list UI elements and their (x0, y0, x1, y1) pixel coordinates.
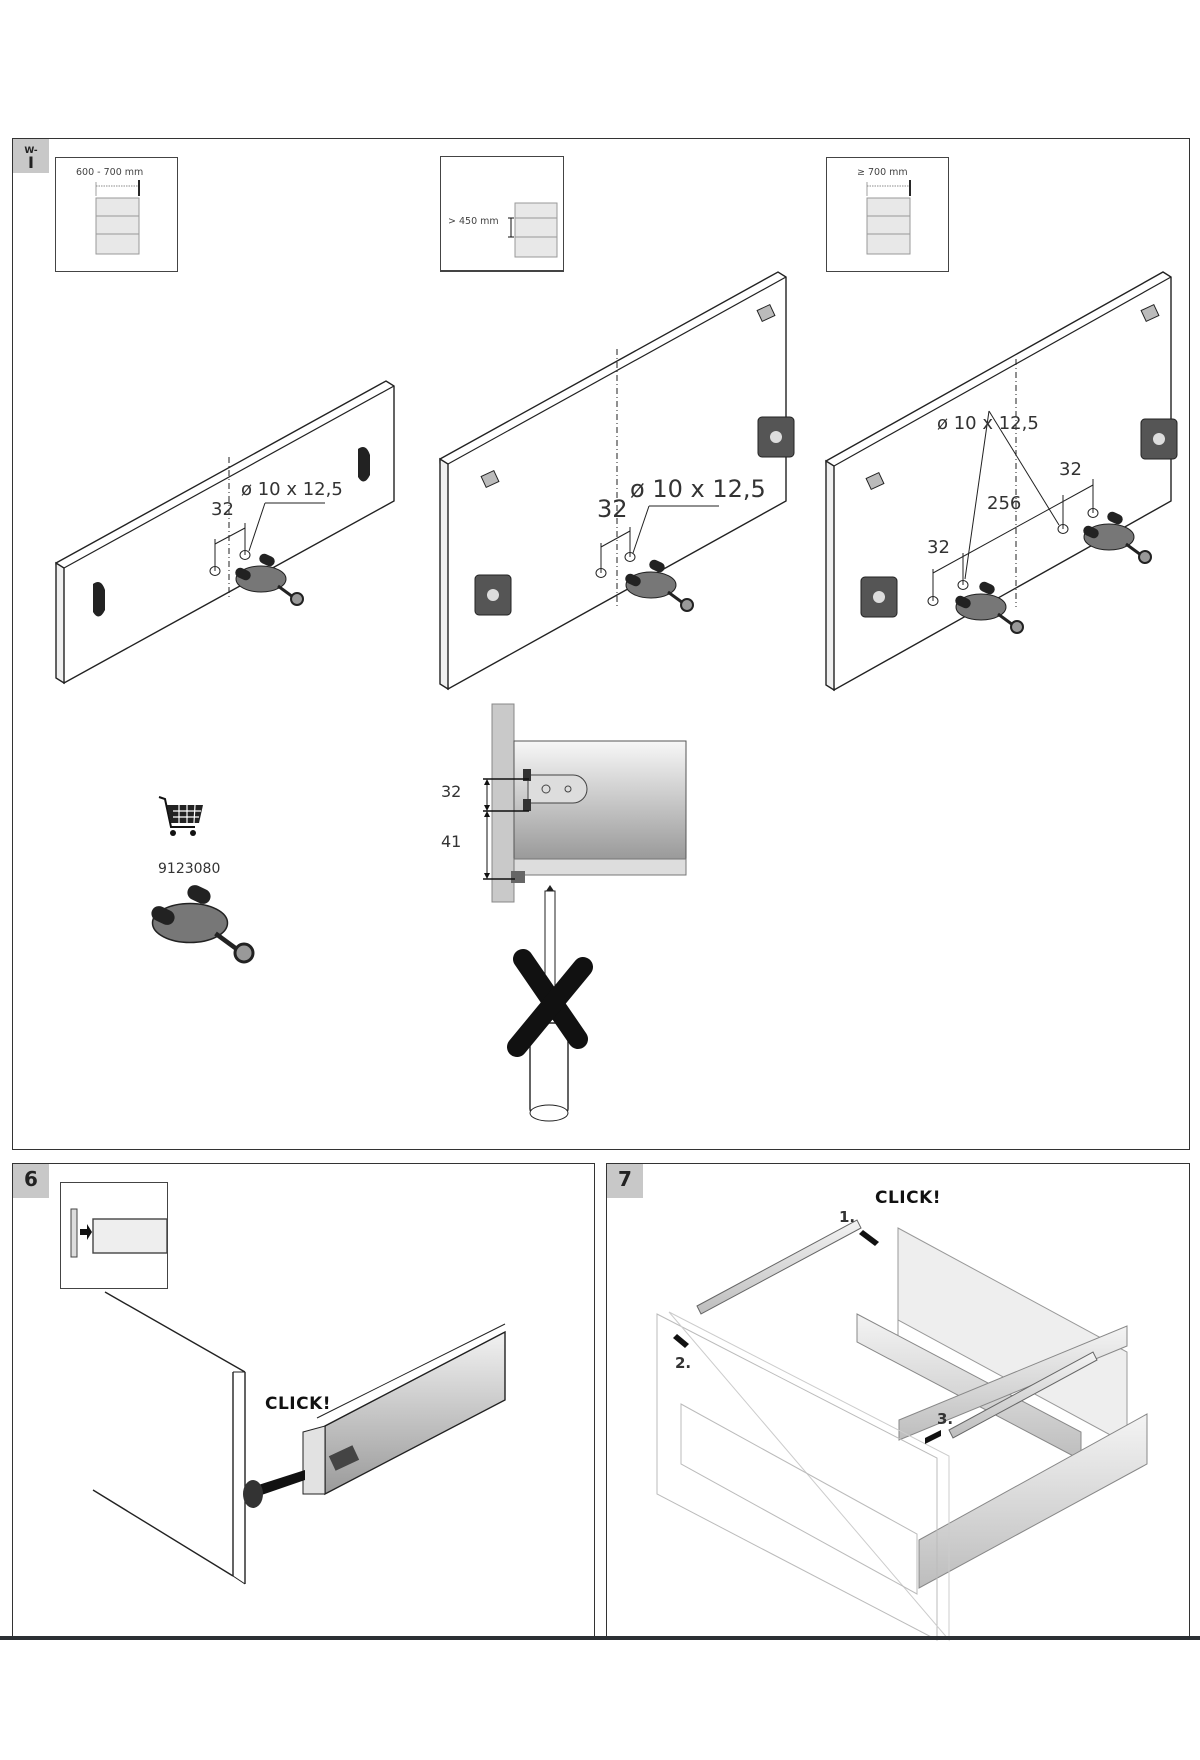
corner-bracket-icon (860, 576, 898, 618)
badge-bottom: I (28, 153, 34, 172)
panel-step-7: 7 CLICK! 1. 2. 3. (606, 1163, 1190, 1642)
shopping-cart-icon (158, 796, 203, 836)
cabinet-width-label: 600 - 700 mm (76, 167, 144, 178)
cabinet-height-label: > 450 mm (448, 216, 499, 227)
panel-wi: W- I 600 - 700 mm > 450 mm ≥ 700 mm (12, 138, 1190, 1150)
side-view-mounting-diagram (483, 703, 687, 1122)
connector-fitting-icon (151, 885, 255, 964)
connector-fitting-icon (955, 581, 1024, 634)
step-badge-wi: W- I (13, 139, 49, 173)
corner-bracket-icon (1140, 418, 1178, 460)
arrow-icon (673, 1334, 689, 1348)
dimension-lower-label: 41 (441, 832, 462, 851)
arrow-icon (925, 1430, 941, 1444)
drawer-front-wide-diagram (825, 271, 1178, 692)
screwdriver-icon (529, 885, 569, 1122)
step-badge-6: 6 (13, 1164, 49, 1198)
connector-fitting-icon (625, 559, 694, 612)
drawer-side-click-diagram (92, 1291, 506, 1585)
cabinet-drawers-diagram (508, 202, 558, 258)
click-callout: CLICK! (875, 1188, 942, 1208)
drawer-box-assembly-diagram (656, 1219, 1148, 1642)
hole-spacing-left-label: 32 (927, 537, 950, 558)
hole-spec-label: ø 10 x 12,5 (630, 475, 766, 503)
cabinet-height-icon-450: > 450 mm (440, 156, 564, 272)
part-number: 9123080 (158, 861, 221, 877)
prohibited-x-icon (507, 949, 593, 1057)
click-callout: CLICK! (265, 1394, 332, 1414)
dimension-upper-label: 32 (441, 782, 462, 801)
arrow-icon (859, 1230, 879, 1246)
page-bottom-rule (0, 1636, 1200, 1640)
hole-spec-label: ø 10 x 12,5 (937, 413, 1039, 434)
step-3-label: 3. (937, 1410, 954, 1428)
panel-step-6: 6 CLICK! (12, 1163, 595, 1639)
connector-fitting-icon (235, 553, 304, 606)
cabinet-width-icon-700: ≥ 700 mm (826, 157, 949, 272)
cabinet-width-icon-600-700: 600 - 700 mm (55, 157, 178, 272)
cabinet-drawers-diagram (95, 180, 140, 255)
cabinet-drawers-diagram (866, 180, 911, 255)
hole-spacing-right-label: 32 (1059, 459, 1082, 480)
corner-bracket-icon (474, 574, 512, 616)
drawer-front-narrow-diagram (55, 380, 395, 685)
step-badge-7: 7 (607, 1164, 643, 1198)
hole-spacing-label: 32 (211, 499, 234, 520)
cabinet-width-label: ≥ 700 mm (857, 167, 908, 178)
drawer-front-tall-diagram (439, 271, 795, 691)
connector-fitting-icon (1083, 511, 1152, 564)
corner-bracket-icon (757, 416, 795, 458)
badge-top: W- (24, 146, 38, 156)
hole-spacing-center-label: 256 (987, 493, 1022, 514)
step-2-label: 2. (675, 1354, 692, 1372)
step-1-label: 1. (839, 1208, 856, 1226)
hole-spacing-label: 32 (597, 495, 628, 523)
inset-front-attach-icon (60, 1182, 168, 1289)
hole-spec-label: ø 10 x 12,5 (241, 479, 343, 500)
